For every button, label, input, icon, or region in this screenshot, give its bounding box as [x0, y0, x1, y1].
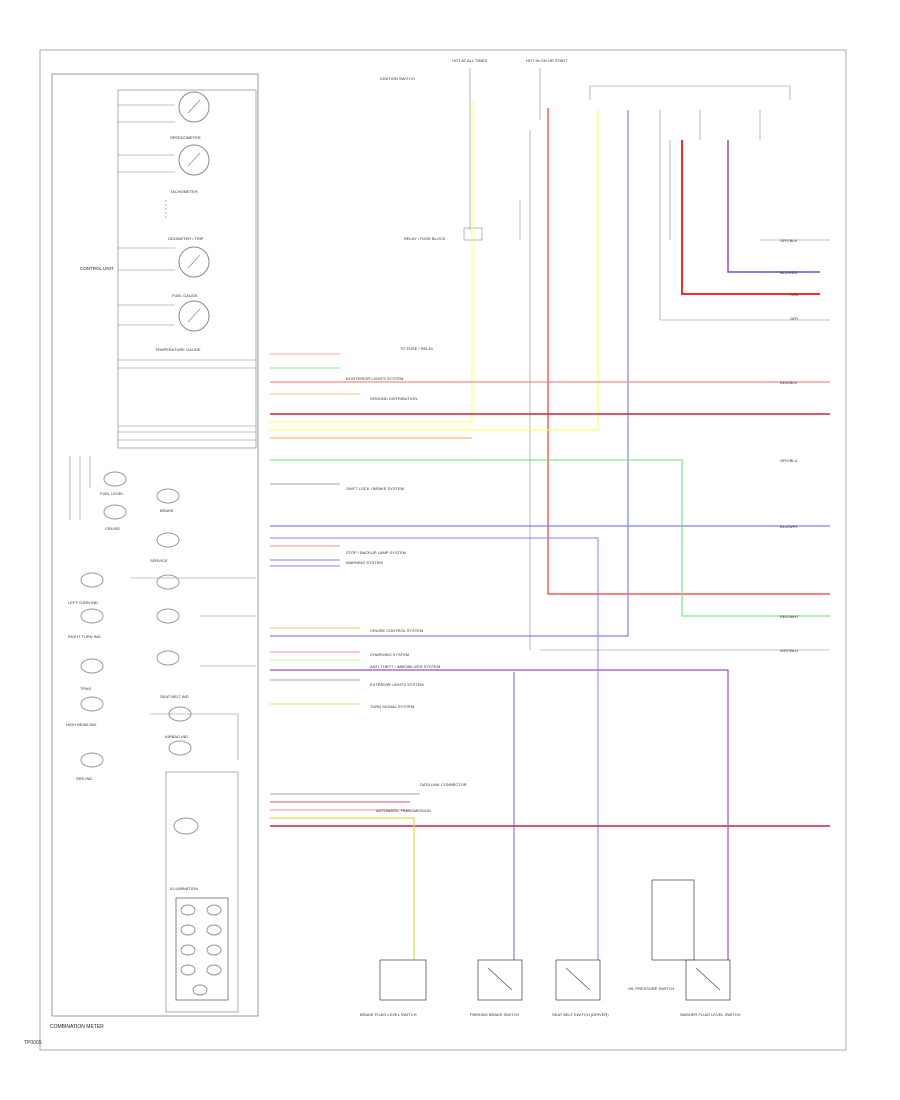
indicator-group: FUEL LEVEL BRAKE CRUISE SERVICE LEFT TUR…	[66, 456, 256, 1013]
system-label-10: ANTI-THEFT / IMMOBILIZER SYSTEM	[370, 664, 440, 669]
gauge-odometer-label: ODOMETER / TRIP	[168, 236, 204, 241]
system-label-11: EXTERIOR LIGHTS SYSTEM	[370, 682, 424, 687]
diagram-frame	[39, 49, 847, 1051]
control-unit-pins	[118, 359, 256, 441]
indicator-illumination: ILLUMINATION	[170, 886, 198, 891]
combination-meter-title: COMBINATION METER	[50, 1024, 104, 1030]
conn-label-1: GRY/BLK	[780, 238, 798, 243]
hot-at-all-times-label: HOT AT ALL TIMES	[452, 58, 487, 63]
indicator-fuel-level: FUEL LEVEL	[100, 491, 124, 496]
conn-label-7: BLU/WHT	[780, 524, 799, 529]
conn-label-3: RED	[790, 292, 799, 297]
gauge-speedometer: SPEEDOMETER	[118, 91, 210, 140]
conn-label-5: RED/BLK	[780, 380, 797, 385]
gauge-temperature-label: TEMPERATURE GAUGE	[155, 347, 201, 352]
system-label-13: DATA LINK CONNECTOR	[420, 782, 467, 787]
conn-label-9: WHT/BLU	[780, 648, 798, 653]
bottom-components: BRAKE FLUID LEVEL SWITCH PARKING BRAKE S…	[360, 879, 740, 1017]
indicator-cruise: CRUISE	[105, 526, 120, 531]
gauge-speedometer-label: SPEEDOMETER	[170, 135, 201, 140]
system-label-14: AUTOMATIC TRANSMISSION	[376, 808, 431, 813]
control-unit-box	[117, 89, 257, 449]
conn-label-8: RED/WHT	[780, 614, 799, 619]
gauge-fuel: FUEL GAUGE	[118, 293, 210, 332]
bottom-component-5: WASHER FLUID LEVEL SWITCH	[680, 1012, 740, 1017]
bottom-component-4: OIL PRESSURE SWITCH	[628, 986, 674, 991]
indicator-seat-belt: SEAT BELT IND	[160, 694, 189, 699]
bottom-component-2: PARKING BRAKE SWITCH	[470, 1012, 519, 1017]
indicator-right-turn: RIGHT TURN IND	[68, 634, 101, 639]
system-label-7: WARNING SYSTEM	[346, 560, 383, 565]
indicator-high-beam: HIGH BEAM IND	[66, 722, 97, 727]
ignition-switch-label: IGNITION SWITCH	[380, 76, 415, 81]
wires	[270, 100, 830, 960]
relay-fuse-block-label: RELAY / FUSE BLOCK	[404, 236, 446, 241]
indicator-left-turn: LEFT TURN IND	[68, 600, 98, 605]
indicator-brake: BRAKE	[160, 508, 174, 513]
conn-label-4: GRY	[790, 316, 799, 321]
combination-meter-box	[51, 73, 259, 1017]
hot-in-on-start-label: HOT IN ON OR START	[526, 58, 568, 63]
bottom-component-1: BRAKE FLUID LEVEL SWITCH	[360, 1012, 417, 1017]
indicator-airbag: AIRBAG IND	[165, 734, 188, 739]
footer-code: TP0065	[24, 1040, 42, 1046]
bottom-component-3: SEAT BELT SWITCH (DRIVER)	[552, 1012, 609, 1017]
gauge-tachometer-label: TACHOMETER	[170, 189, 198, 194]
gauge-fuel-label: FUEL GAUGE	[172, 293, 198, 298]
system-label-5: SHIFT LOCK / BRAKE SYSTEM	[346, 486, 404, 491]
top-distribution	[463, 68, 830, 651]
conn-label-6: GRY/BLU	[780, 458, 798, 463]
indicator-srs: SRS IND	[76, 776, 92, 781]
gauge-odometer: ODOMETER / TRIP	[118, 200, 210, 278]
system-label-1: TO FUSE / RELAY	[400, 346, 434, 351]
system-label-8: CRUISE CONTROL SYSTEM	[370, 628, 423, 633]
gauge-tachometer: TACHOMETER	[118, 144, 210, 194]
indicator-service: SERVICE	[150, 558, 168, 563]
system-label-12: TURN SIGNAL SYSTEM	[370, 704, 414, 709]
system-label-9: CHARGING SYSTEM	[370, 652, 409, 657]
system-label-3: GROUND DISTRIBUTION	[370, 396, 417, 401]
system-label-2: IN INTERIOR LIGHTS SYSTEM	[346, 376, 403, 381]
indicator-tpms: TPMS	[80, 686, 91, 691]
system-label-6: STOP / BACKUP LAMP SYSTEM	[346, 550, 406, 555]
conn-label-2: BLU/RED	[780, 270, 797, 275]
control-unit-label: CONTROL UNIT	[80, 266, 114, 271]
